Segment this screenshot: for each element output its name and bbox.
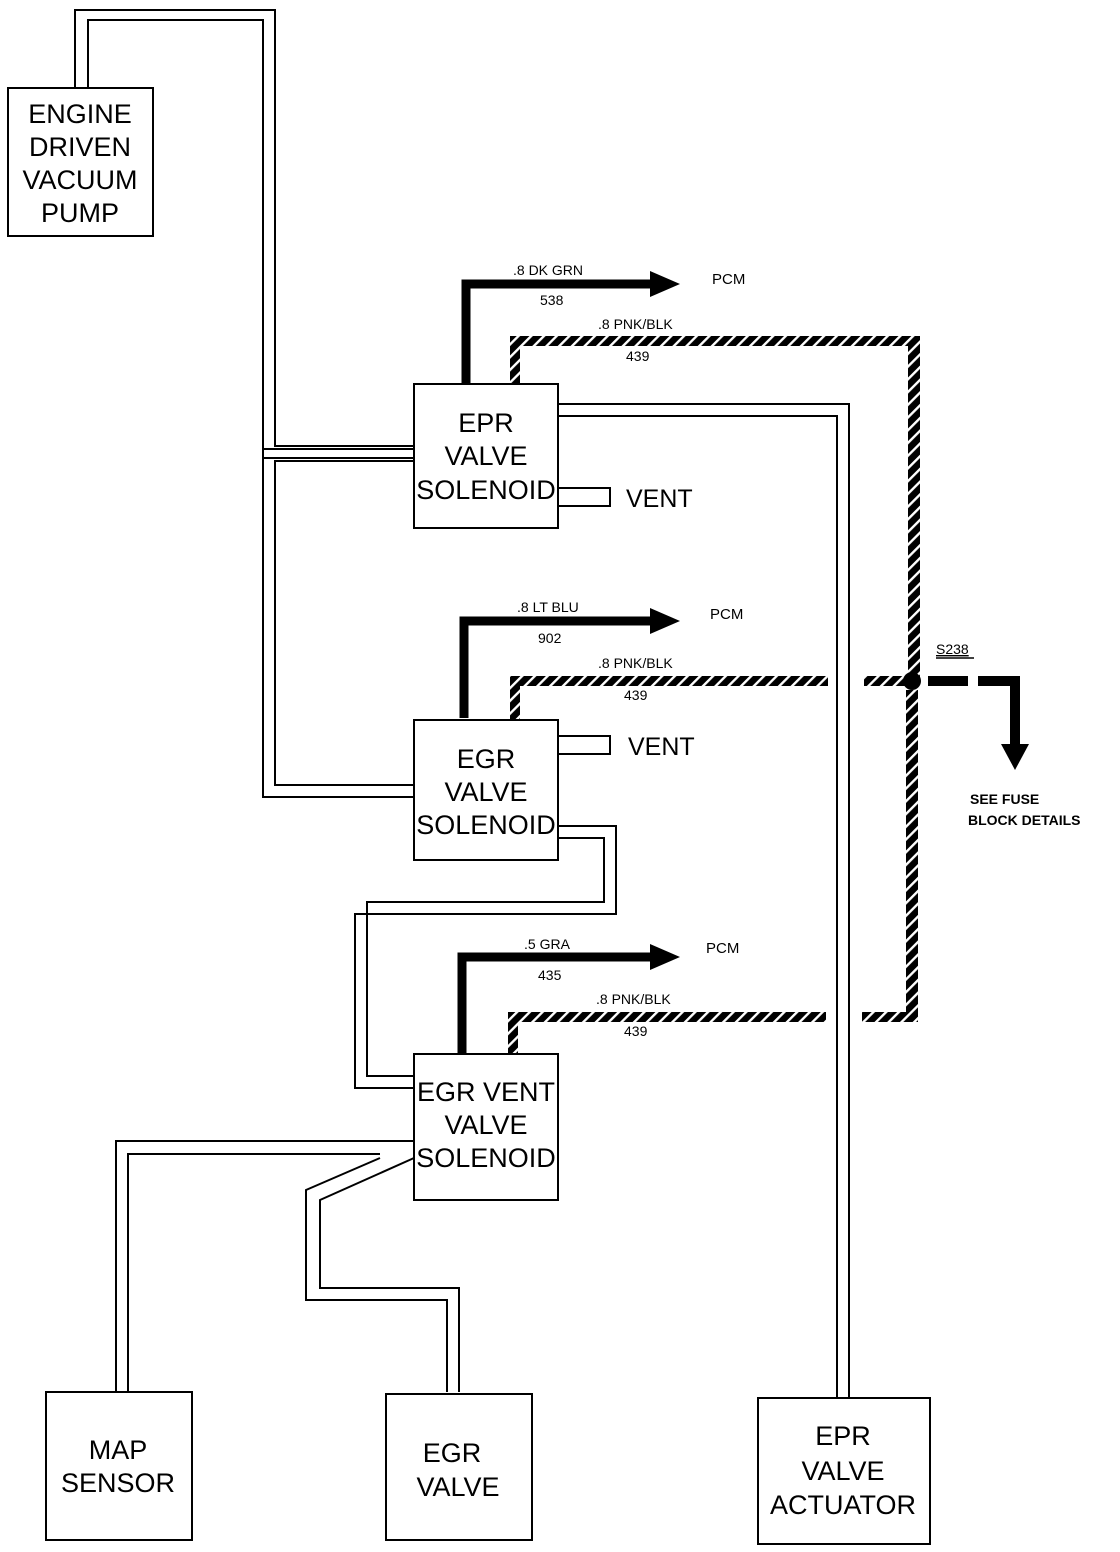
egr-solenoid-label-3: SOLENOID: [416, 810, 556, 840]
vent-signal-color: .5 GRA: [524, 936, 571, 952]
arrow-fuse-block: [1001, 744, 1029, 770]
wire-egr-signal: [459, 616, 655, 718]
egr-solenoid-label-2: VALVE: [444, 777, 527, 807]
egr-valve-label-1: EGR: [423, 1438, 482, 1468]
splice-s238: [903, 672, 1029, 770]
epr-actuator-label-1: EPR: [815, 1421, 871, 1451]
pcm-signal-wires: [457, 279, 655, 1054]
egr-power-circuit: 439: [624, 687, 648, 703]
wire-epr-signal: [461, 279, 655, 383]
egr-signal-circuit: 902: [538, 630, 562, 646]
egr-solenoid-box: EGR VALVE SOLENOID: [413, 719, 559, 861]
arrow-vent-pcm: [650, 944, 680, 970]
hose-pump-to-epr-solenoid: [74, 9, 414, 459]
vacuum-pump-label-3: VACUUM: [22, 165, 137, 195]
arrow-epr-pcm: [650, 271, 680, 297]
map-sensor-box: MAP SENSOR: [45, 1391, 193, 1541]
epr-power-color: .8 PNK/BLK: [598, 316, 673, 332]
epr-actuator-label-2: VALVE: [801, 1456, 884, 1486]
vent-label-egr: VENT: [628, 733, 695, 761]
fuse-block-note-2: BLOCK DETAILS: [968, 812, 1081, 828]
hose-epr-to-egr-solenoid: [262, 448, 414, 798]
fuse-block-note-1: SEE FUSE: [970, 791, 1039, 807]
vacuum-hoses: [74, 9, 850, 1398]
egr-valve-box: EGR VALVE: [385, 1393, 533, 1541]
epr-actuator-label-3: ACTUATOR: [770, 1490, 916, 1520]
egr-vent-solenoid-label-1: EGR VENT: [417, 1077, 555, 1107]
vacuum-pump-box: ENGINE DRIVEN VACUUM PUMP: [7, 87, 154, 237]
vent-stub-egr: [558, 735, 611, 755]
epr-signal-color: .8 DK GRN: [513, 262, 583, 278]
wire-labels: .8 DK GRN 538 PCM .8 PNK/BLK 439 .8 LT B…: [513, 262, 745, 1039]
egr-vent-solenoid-label-2: VALVE: [444, 1110, 527, 1140]
hose-epr-solenoid-to-actuator: [558, 403, 850, 1398]
fuse-feed-wire: [978, 676, 1020, 748]
arrow-egr-pcm: [650, 608, 680, 634]
egr-solenoid-label-1: EGR: [457, 744, 516, 774]
epr-signal-dest: PCM: [712, 271, 745, 288]
epr-solenoid-label-1: EPR: [458, 408, 514, 438]
egr-signal-color: .8 LT BLU: [517, 599, 579, 615]
vent-label-epr: VENT: [626, 485, 693, 513]
vent-power-circuit: 439: [624, 1023, 648, 1039]
hose-vent-to-egr-valve: [305, 1157, 460, 1392]
vent-stub-epr: [558, 487, 611, 507]
egr-signal-dest: PCM: [710, 606, 743, 623]
splice-id-label: S238: [936, 641, 969, 657]
epr-power-circuit: 439: [626, 348, 650, 364]
epr-signal-circuit: 538: [540, 292, 564, 308]
vacuum-pump-label-4: PUMP: [41, 198, 119, 228]
egr-vent-solenoid-label-3: SOLENOID: [416, 1143, 556, 1173]
epr-solenoid-box: EPR VALVE SOLENOID: [413, 383, 559, 529]
egr-valve-label-2: VALVE: [416, 1472, 499, 1502]
wire-vent-signal: [457, 952, 655, 1054]
hose-egr-to-vent-solenoid: [354, 825, 617, 1089]
vent-signal-circuit: 435: [538, 967, 562, 983]
pcm-arrowheads: [650, 271, 680, 970]
epr-solenoid-label-2: VALVE: [444, 441, 527, 471]
epr-actuator-box: EPR VALVE ACTUATOR: [757, 1397, 931, 1545]
map-sensor-label-2: SENSOR: [61, 1468, 175, 1498]
vent-power-color: .8 PNK/BLK: [596, 991, 671, 1007]
vacuum-pump-label-2: DRIVEN: [29, 132, 131, 162]
vent-signal-dest: PCM: [706, 940, 739, 957]
hose-vent-to-map-sensor: [115, 1140, 414, 1392]
egr-vent-solenoid-box: EGR VENT VALVE SOLENOID: [413, 1053, 559, 1201]
epr-solenoid-label-3: SOLENOID: [416, 475, 556, 505]
vacuum-pump-label-1: ENGINE: [28, 99, 132, 129]
splice-dot: [903, 672, 921, 690]
power-wires-hatched: [508, 336, 920, 1054]
map-sensor-label-1: MAP: [89, 1435, 148, 1465]
egr-power-color: .8 PNK/BLK: [598, 655, 673, 671]
